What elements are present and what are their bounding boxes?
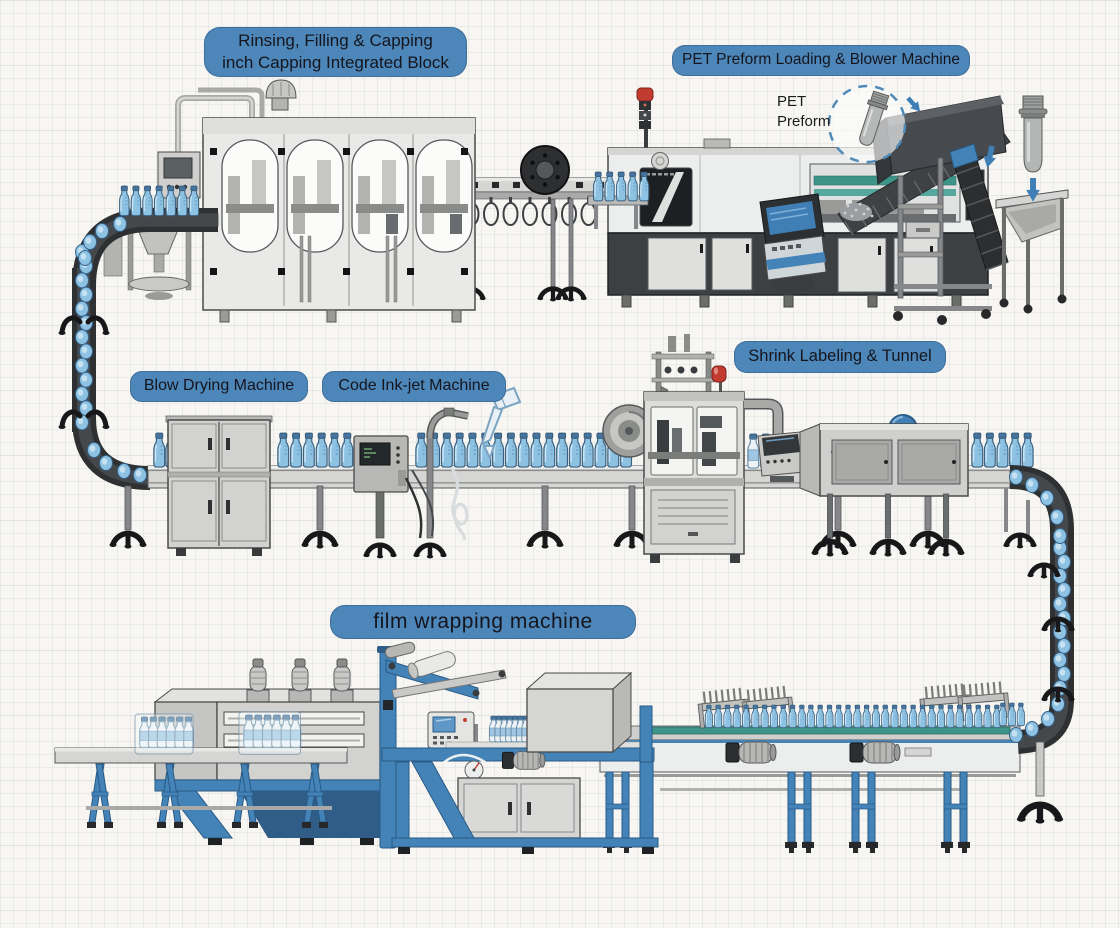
collated-bottles — [488, 715, 531, 743]
label-blow-drying: Blow Drying Machine — [130, 371, 308, 402]
base-doors — [647, 237, 941, 293]
right-conveyor — [1003, 465, 1074, 824]
filler-windows — [221, 139, 473, 253]
infeed-conveyor — [599, 679, 1025, 854]
film-wrapping-machine — [377, 641, 659, 854]
exit-conveyor — [54, 711, 348, 829]
track-feet — [58, 315, 110, 429]
operator-console — [759, 193, 827, 293]
labeler-console — [744, 398, 805, 482]
label-line: film wrapping machine — [373, 610, 593, 634]
tunnel-fan-motors — [246, 658, 354, 704]
shrink-labeling-machine — [602, 334, 745, 563]
label-line: Blow Drying Machine — [143, 377, 295, 395]
conveyor-legs — [110, 485, 947, 558]
left-conveyor — [58, 185, 219, 490]
tower-light-icon — [636, 87, 654, 150]
bottles-on-belt — [704, 702, 1025, 729]
label-blower-machine: PET Preform Loading & Blower Machine — [672, 45, 970, 76]
label-line: inch Capping Integrated Block — [222, 53, 449, 72]
label-filling-block: Rinsing, Filling & Capping inch Capping … — [204, 27, 467, 77]
brand-emblem-icon — [646, 152, 674, 176]
alarm-beacon-icon — [711, 365, 727, 392]
film-gauge-icon — [464, 760, 484, 780]
panel-bolts — [210, 148, 468, 275]
callout-line: PET — [777, 93, 807, 110]
callout-line: Preform — [777, 112, 831, 130]
pet-preform-callout-text: PET Preform — [777, 92, 830, 132]
pet-preform-icon — [859, 90, 890, 146]
label-line: Code Ink-jet Machine — [338, 377, 490, 395]
blower-outfeed — [587, 171, 650, 229]
shrink-wrapped-packs — [134, 711, 302, 755]
blower-window — [639, 167, 693, 227]
inkjet-arm-icon — [480, 386, 522, 461]
preform-callout — [827, 84, 907, 164]
label-inkjet: Code Ink-jet Machine — [322, 371, 506, 402]
film-roll-icon — [384, 641, 507, 700]
label-line: Rinsing, Filling & Capping — [238, 30, 433, 50]
filling-machine — [103, 79, 476, 323]
preform-elevator — [837, 95, 1069, 325]
infeed-guard-box — [525, 671, 633, 754]
tunnel-legs — [812, 493, 965, 557]
wrapper-control-panel — [427, 711, 475, 749]
inkjet-printer — [353, 386, 522, 541]
label-film-wrapping: film wrapping machine — [330, 605, 636, 639]
label-line: Shrink Labeling & Tunnel — [748, 347, 932, 366]
preform-pile-icon — [843, 202, 874, 218]
label-line: PET Preform Loading & Blower Machine — [682, 51, 960, 69]
vent-pipe-icon — [175, 79, 297, 152]
pet-preform-large-icon — [1018, 95, 1048, 202]
shrink-tunnel — [799, 414, 969, 557]
drive-motor-icon — [501, 750, 546, 770]
preform-bin — [995, 189, 1069, 314]
elevator-belt — [949, 143, 1009, 271]
blow-drying-machine — [165, 415, 273, 556]
drive-wheel-icon — [520, 145, 570, 195]
label-shrink-labeling: Shrink Labeling & Tunnel — [734, 341, 946, 373]
